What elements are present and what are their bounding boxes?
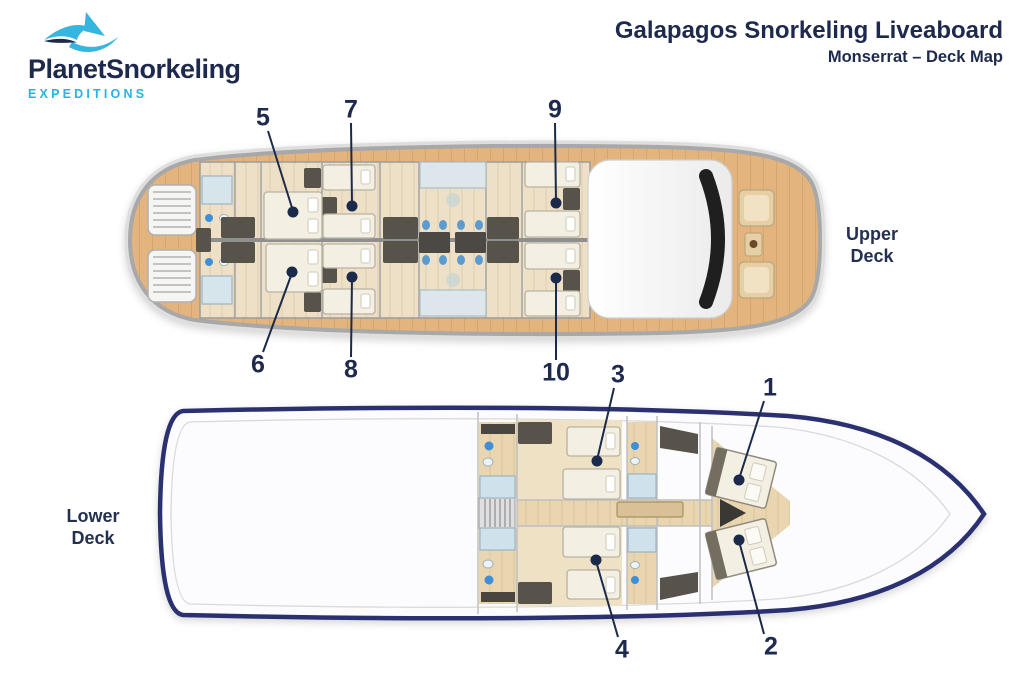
logo-bird-icon — [44, 12, 118, 53]
cabin-label-10: 10 — [542, 358, 570, 387]
lower-bathrooms — [479, 424, 657, 602]
cabin-9-beds — [524, 161, 581, 238]
shower — [627, 527, 657, 553]
cabin-label-1: 1 — [763, 373, 777, 402]
toilet-icon — [205, 258, 213, 266]
shower — [627, 473, 657, 499]
deck-label-lower: Lower Deck — [66, 506, 120, 548]
sink-icon — [482, 559, 494, 569]
toilet-icon — [205, 214, 213, 222]
cabin-label-9: 9 — [548, 95, 562, 124]
wheelhouse — [587, 159, 733, 319]
dining-table — [455, 232, 486, 253]
plant-icon — [446, 273, 460, 287]
cabin-8-beds — [322, 243, 376, 315]
deck-label-upper: Upper Deck — [845, 224, 898, 266]
dining-table — [419, 232, 450, 253]
shower — [479, 475, 516, 499]
page-title: Galapagos Snorkeling Liveaboard — [614, 17, 1003, 44]
upper-dining-area — [419, 161, 487, 317]
cabin-label-8: 8 — [344, 355, 358, 384]
title-block: Galapagos Snorkeling Liveaboard Monserra… — [614, 17, 1003, 67]
sink-icon — [482, 457, 494, 467]
logo: PlanetSnorkeling EXPEDITIONS — [28, 10, 241, 101]
toilet-icon — [484, 575, 494, 585]
cabin-label-3: 3 — [611, 360, 625, 389]
stern-stair-pads — [147, 184, 197, 303]
cabin-label-7: 7 — [344, 95, 358, 124]
upper-deck-plan — [124, 140, 826, 340]
cabin-10-beds — [524, 242, 581, 317]
bow-seating — [738, 189, 775, 299]
cabin-6-bed — [265, 243, 323, 293]
dining-chairs — [422, 220, 483, 265]
shower — [479, 527, 516, 551]
cabin-label-4: 4 — [615, 635, 629, 664]
cabin-7-beds — [322, 164, 376, 239]
cabin-label-5: 5 — [256, 103, 270, 132]
corridor-table — [616, 501, 684, 518]
plant-icon — [446, 193, 460, 207]
toilet-icon — [484, 441, 494, 451]
page-subtitle: Monserrat – Deck Map — [827, 48, 1003, 67]
cabin-label-2: 2 — [764, 632, 778, 661]
brand-name: PlanetSnorkeling — [28, 54, 241, 84]
sink-icon — [630, 561, 640, 569]
cabin-5-bed — [263, 191, 323, 240]
cabin-label-6: 6 — [251, 350, 265, 379]
toilet-icon — [631, 576, 639, 584]
lower-deck-plan — [157, 405, 987, 621]
counter — [419, 161, 487, 189]
windshield — [699, 169, 725, 309]
counter — [419, 289, 487, 317]
sink-icon — [630, 457, 640, 465]
upper-wardrobes — [196, 164, 580, 316]
toilet-icon — [631, 442, 639, 450]
brand-tagline: EXPEDITIONS — [28, 87, 148, 101]
lower-wardrobes — [518, 422, 746, 604]
